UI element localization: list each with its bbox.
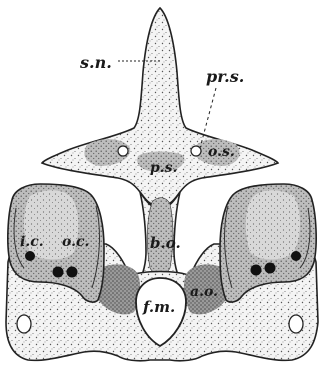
label-ao: a.o.: [190, 284, 218, 300]
label-sn: s.n.: [79, 53, 112, 72]
lateral-foramen-right: [289, 315, 303, 333]
right-periotic-light: [246, 190, 300, 259]
label-bo: b.o.: [150, 234, 181, 252]
foramen-right-2: [265, 263, 276, 274]
sphenoid-outline: [42, 8, 278, 206]
foramen-left-1: [25, 251, 35, 261]
optic-foramen-right: [191, 146, 201, 156]
label-prs: pr.s.: [206, 67, 244, 86]
foramen-right-1: [291, 251, 301, 261]
label-os: o.s.: [208, 144, 235, 160]
label-ps: p.s.: [150, 160, 177, 176]
foramen-left-2: [53, 267, 64, 278]
foramen-right-3: [251, 265, 262, 276]
label-ic: i.c.: [20, 234, 44, 250]
lateral-foramen-left: [17, 315, 31, 333]
label-oc: o.c.: [62, 234, 89, 250]
foramen-left-3: [67, 267, 78, 278]
label-fm: f.m.: [142, 298, 175, 316]
optic-foramen-left: [118, 146, 128, 156]
